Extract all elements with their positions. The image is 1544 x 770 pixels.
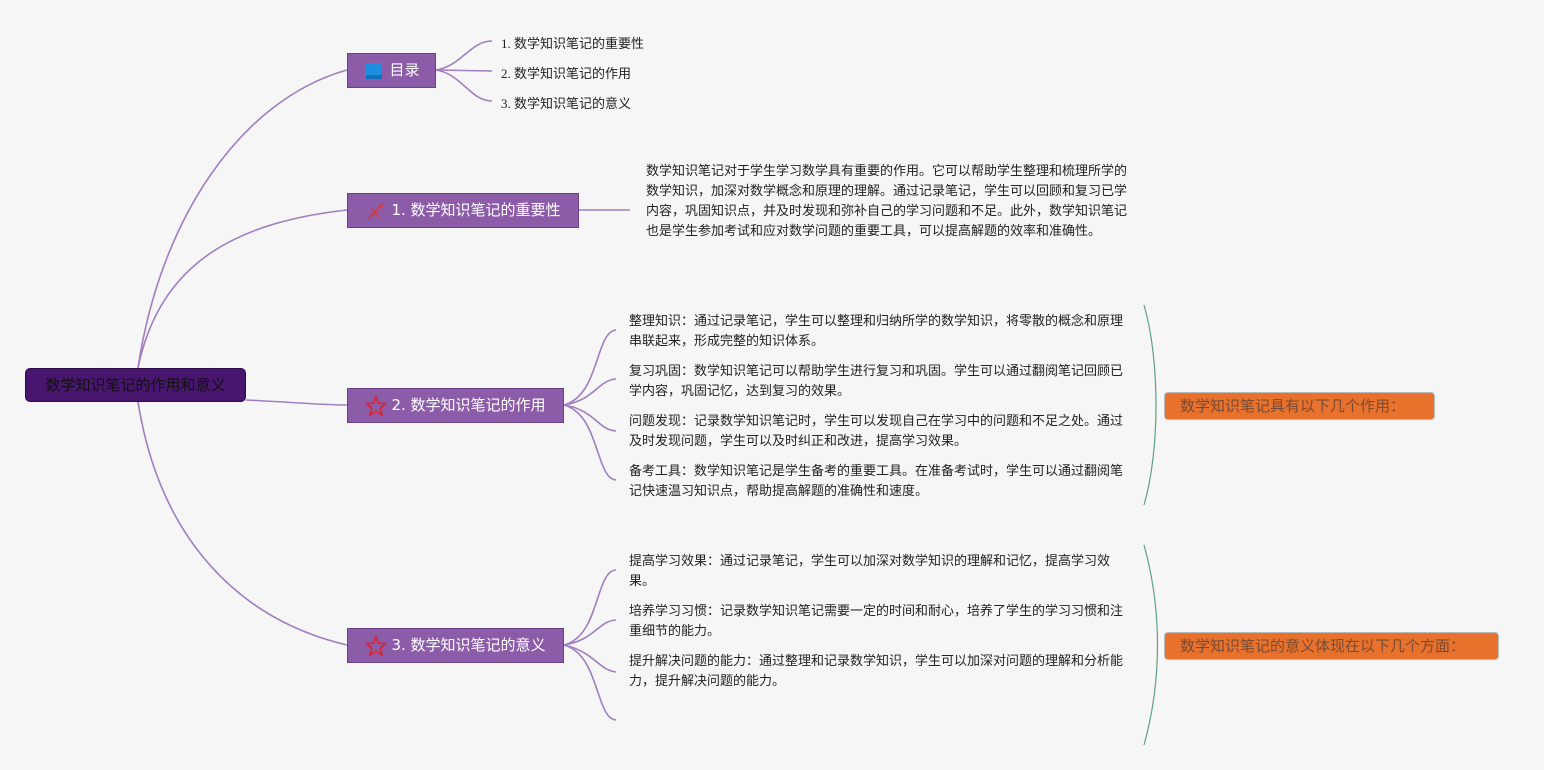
significance-item-learning: 提高学习效果：通过记录笔记，学生可以加深对数学知识的理解和记忆，提高学习效果。 (629, 554, 1111, 589)
function-item-organize: 整理知识：通过记录笔记，学生可以整理和归纳所学的数学知识，将零散的概念和原理串联… (629, 314, 1124, 349)
connector-functions-3 (563, 404, 617, 432)
connector-root-significance (137, 401, 348, 646)
connector-root-functions (245, 399, 348, 406)
book-icon (363, 60, 385, 82)
connector-significance-3 (563, 644, 617, 673)
function-item-exam-tool: 备考工具：数学知识笔记是学生备考的重要工具。在准备考试时，学生可以通过翻阅笔记快… (629, 464, 1124, 499)
branch-significance-label: 3. 数学知识笔记的意义 (391, 636, 546, 654)
connector-functions-1 (563, 329, 617, 406)
importance-text: 数学知识笔记对于学生学习数学具有重要的作用。它可以帮助学生整理和梳理所学的数学知… (646, 164, 1128, 239)
branch-importance-label: 1. 数学知识笔记的重要性 (391, 201, 561, 219)
branch-functions[interactable]: 2. 数学知识笔记的作用 (347, 388, 564, 423)
function-item-review: 复习巩固：数学知识笔记可以帮助学生进行复习和巩固。学生可以通过翻阅笔记回顾已学内… (629, 364, 1124, 399)
significance-item-habits: 培养学习习惯：记录数学知识笔记需要一定的时间和耐心，培养了学生的学习习惯和注重细… (629, 604, 1124, 639)
toc-item-2[interactable]: 2. 数学知识笔记的作用 (501, 66, 632, 81)
connector-root-toc (137, 69, 348, 369)
function-item-discover: 问题发现：记录数学知识笔记时，学生可以发现自己在学习中的问题和不足之处。通过及时… (629, 414, 1124, 449)
connector-toc-1 (435, 40, 493, 71)
branch-toc-label: 目录 (389, 61, 420, 79)
branch-functions-label: 2. 数学知识笔记的作用 (391, 396, 546, 414)
significance-summary[interactable]: 数学知识笔记的意义体现在以下几个方面： (1164, 632, 1499, 660)
star-icon (365, 634, 388, 657)
summary-brace-significance (1143, 544, 1159, 746)
branch-importance[interactable]: 1. 数学知识笔记的重要性 (347, 193, 579, 228)
connector-significance-4 (563, 644, 617, 721)
connector-significance-1 (563, 569, 617, 646)
connector-toc-2 (435, 69, 493, 72)
toc-item-1[interactable]: 1. 数学知识笔记的重要性 (501, 36, 645, 51)
root-node[interactable]: 数学知识笔记的作用和意义 (25, 368, 246, 402)
branch-toc[interactable]: 目录 (347, 53, 436, 88)
connector-root-importance (137, 209, 348, 369)
connector-significance-2 (563, 619, 617, 646)
functions-summary-text: 数学知识笔记具有以下几个作用： (1180, 397, 1406, 415)
branch-significance[interactable]: 3. 数学知识笔记的意义 (347, 628, 564, 663)
functions-summary[interactable]: 数学知识笔记具有以下几个作用： (1164, 392, 1435, 420)
connector-functions-2 (563, 378, 617, 406)
connector-functions-4 (563, 404, 617, 481)
significance-item-problem-solving: 提升解决问题的能力：通过整理和记录数学知识，学生可以加深对问题的理解和分析能力，… (629, 654, 1124, 689)
connector-toc-3 (435, 69, 493, 102)
star-icon (365, 394, 388, 417)
summary-brace-functions (1143, 304, 1157, 506)
root-title: 数学知识笔记的作用和意义 (45, 376, 226, 394)
toc-item-3[interactable]: 3. 数学知识笔记的意义 (501, 96, 632, 111)
pencil-ruler-icon (365, 200, 387, 222)
significance-summary-text: 数学知识笔记的意义体现在以下几个方面： (1180, 637, 1466, 655)
